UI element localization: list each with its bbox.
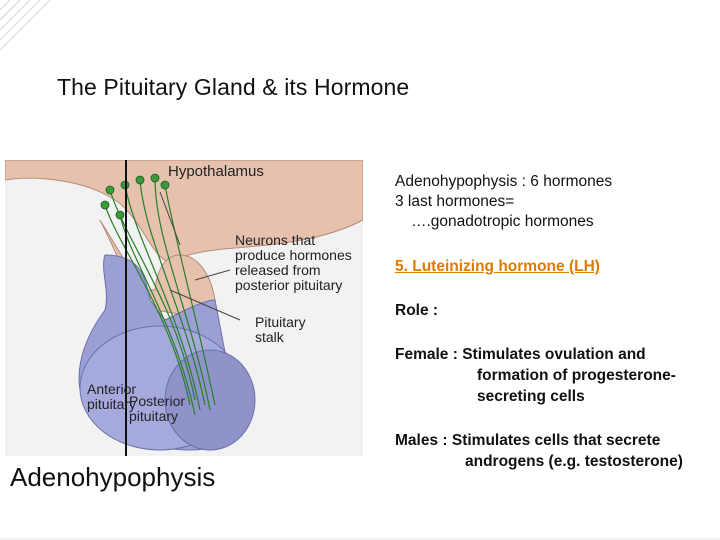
anterior-label-2: pituitary	[87, 396, 137, 412]
diagram-caption: Adenohypophysis	[10, 462, 216, 492]
corner-decoration	[0, 0, 51, 51]
intro-paragraph: Adenohypophysis : 6 hormones 3 last horm…	[395, 172, 612, 232]
neurons-label-1: Neurons that	[235, 232, 316, 248]
intro-line-2: 3 last hormones=	[395, 193, 515, 210]
female-role: Female : Stimulates ovulation and format…	[395, 344, 676, 407]
males-line-2: androgens (e.g. testosterone)	[465, 453, 683, 470]
intro-line-1: Adenohypophysis : 6 hormones	[395, 173, 613, 190]
role-heading: Role :	[395, 302, 439, 319]
stalk-label-1: Pituitary	[255, 314, 306, 330]
stalk-label-2: stalk	[255, 329, 284, 345]
female-line-2: formation of progesterone-	[477, 367, 676, 384]
bottom-decoration	[0, 538, 720, 540]
males-line-1: Males : Stimulates cells that secrete	[395, 432, 661, 449]
female-line-3: secreting cells	[477, 388, 585, 405]
hypothalamus-label: Hypothalamus	[168, 163, 264, 180]
posterior-label-1: Posterior	[129, 393, 186, 409]
neurons-label-3: released from	[235, 262, 321, 278]
neurons-label-4: posterior pituitary	[235, 277, 343, 293]
slide-title: The Pituitary Gland & its Hormone	[57, 74, 410, 100]
lh-heading: 5. Luteinizing hormone (LH)	[395, 258, 600, 275]
intro-line-3: ….gonadotropic hormones	[411, 213, 594, 230]
neurons-label-2: produce hormones	[235, 247, 352, 263]
pituitary-diagram: Hypothalamus Neurons that produce hormon…	[5, 160, 363, 456]
posterior-label-2: pituitary	[129, 408, 179, 424]
males-role: Males : Stimulates cells that secrete an…	[395, 430, 683, 472]
female-line-1: Female : Stimulates ovulation and	[395, 346, 646, 363]
anterior-label-1: Anterior	[87, 381, 137, 397]
pituitary-illustration	[5, 160, 363, 456]
